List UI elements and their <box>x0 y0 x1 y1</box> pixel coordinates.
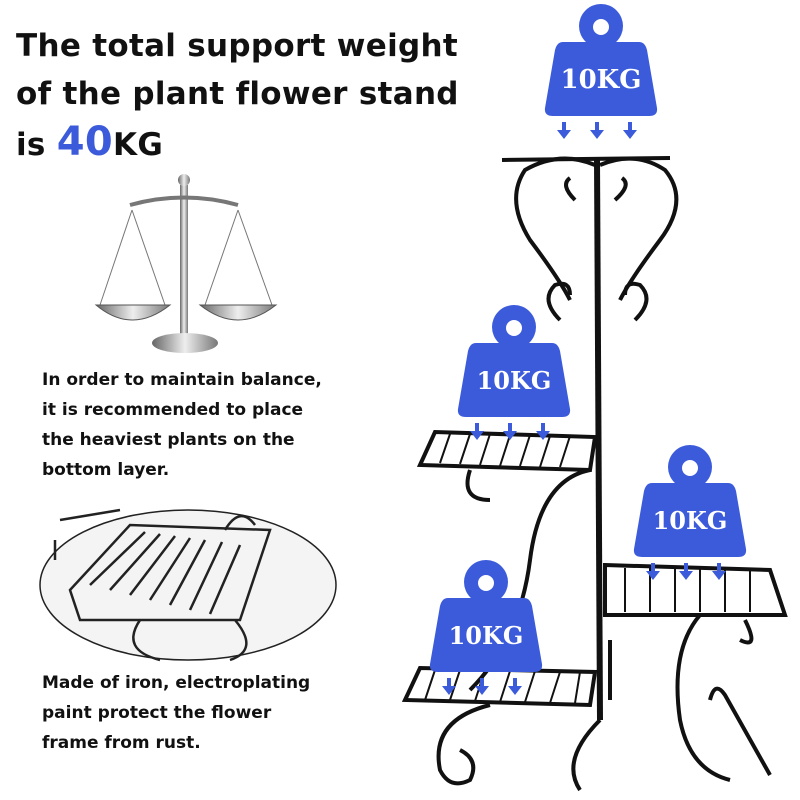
headline-prefix: is <box>16 127 57 163</box>
note-line: it is recommended to place <box>42 400 304 420</box>
material-note: Made of iron, electroplating paint prote… <box>42 668 310 758</box>
note-line: In order to maintain balance, <box>42 370 322 390</box>
note-line: Made of iron, electroplating <box>42 673 311 693</box>
headline-line: of the plant flower stand <box>16 76 459 112</box>
weight-icon-right: 10KG <box>633 445 747 580</box>
balance-note: In order to maintain balance, it is reco… <box>42 365 322 485</box>
weight-label: 10KG <box>449 621 524 650</box>
weight-icon-top: 10KG <box>544 4 658 139</box>
total-weight-value: 40 <box>56 119 114 165</box>
balance-scale-icon <box>94 174 278 353</box>
weight-icon-lower-left: 10KG <box>429 560 543 695</box>
weight-icon-upper-left: 10KG <box>457 305 571 440</box>
total-weight-unit: KG <box>113 127 164 163</box>
note-line: bottom layer. <box>42 460 170 480</box>
weight-label: 10KG <box>653 506 728 535</box>
headline-line: is 40KG <box>16 118 459 169</box>
plant-stand-illustration <box>401 156 788 792</box>
headline: The total support weight of the plant fl… <box>16 22 459 169</box>
shelf-detail-closeup <box>39 508 337 662</box>
note-line: frame from rust. <box>42 733 201 753</box>
note-line: the heaviest plants on the <box>42 430 295 450</box>
note-line: paint protect the flower <box>42 703 272 723</box>
headline-line: The total support weight <box>16 28 458 64</box>
weight-label: 10KG <box>561 65 642 95</box>
weight-label: 10KG <box>477 366 552 395</box>
